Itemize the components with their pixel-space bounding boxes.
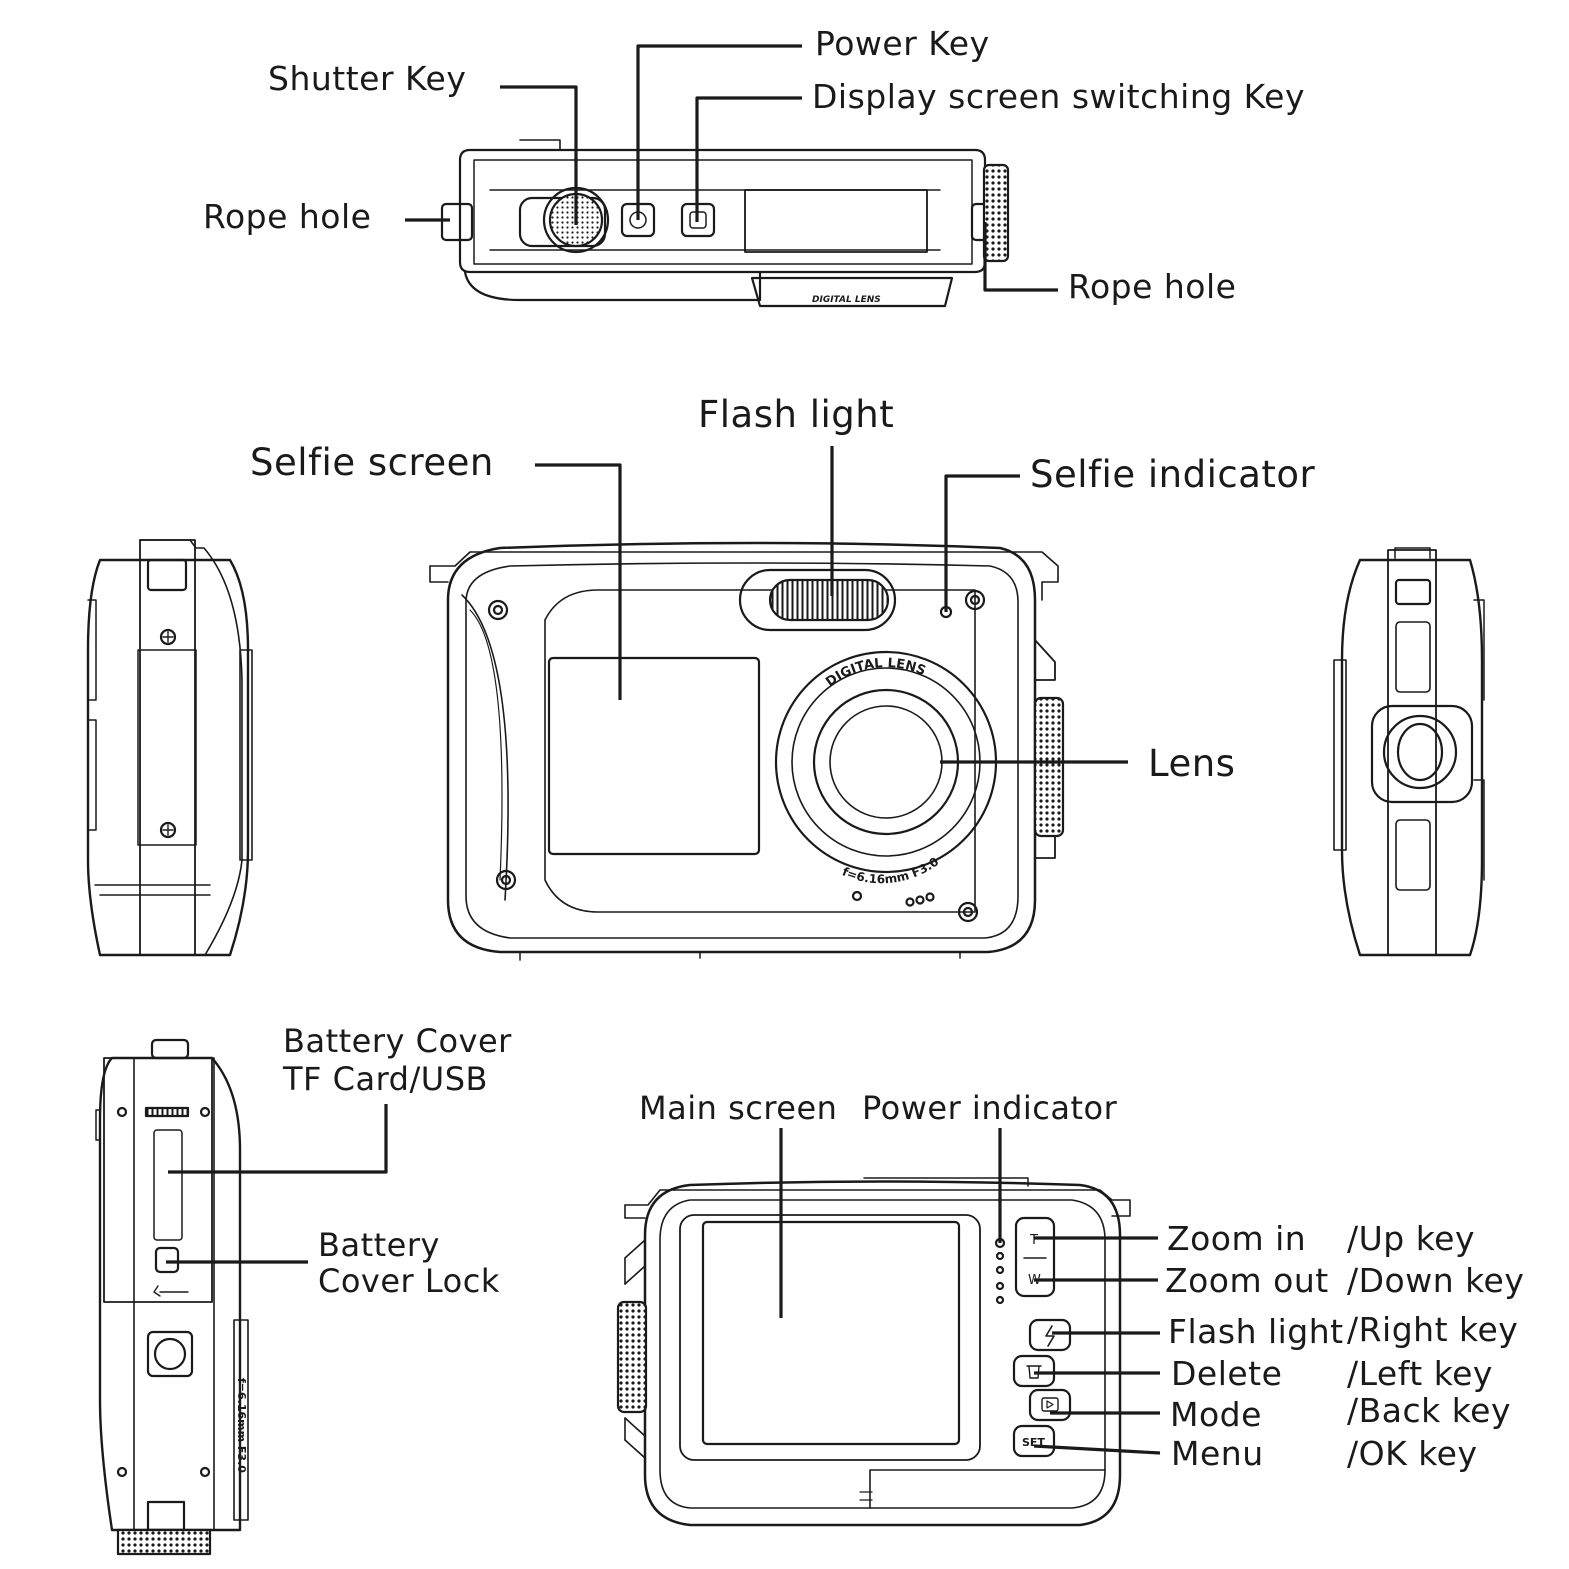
battery-label: Battery: [318, 1226, 440, 1264]
back-key-label: /Back key: [1347, 1391, 1511, 1430]
display-switch-key-label: Display screen switching Key: [812, 77, 1306, 116]
leader-lines: [166, 44, 1161, 1455]
front-view-camera: DIGITAL LENS f=6.16mm F3.0: [429, 541, 1065, 961]
back-dial-icon: [616, 1300, 648, 1414]
flash-light-label: Flash light: [698, 393, 895, 436]
flash-button[interactable]: [1028, 1318, 1072, 1352]
power-key-label: Power Key: [815, 24, 990, 63]
back-view-camera: T W SET: [616, 1177, 1131, 1527]
left-key-label: /Left key: [1347, 1354, 1493, 1393]
cover-lock-icon: [154, 1246, 180, 1274]
rope-hole-right-label: Rope hole: [1068, 267, 1237, 306]
selfie-indicator-label: Selfie indicator: [1030, 453, 1316, 496]
power-indicator-label: Power indicator: [862, 1089, 1118, 1127]
lens-ring-bottom-text: f=6.16mm F3.0: [840, 854, 941, 886]
side-lens-icon: [1396, 722, 1444, 782]
flash-icon: [1045, 1325, 1055, 1347]
zoom-in-glyph: T: [1029, 1233, 1038, 1248]
play-icon: [1041, 1397, 1059, 1412]
top-lens-text: DIGITAL LENS: [812, 295, 881, 305]
zoom-out-label: Zoom out: [1165, 1261, 1329, 1300]
delete-key-label: Delete: [1171, 1354, 1283, 1393]
main-screen-label: Main screen: [639, 1089, 838, 1127]
flash-light-key-label: Flash light: [1168, 1312, 1344, 1351]
down-key-label: /Down key: [1347, 1261, 1525, 1300]
set-button[interactable]: [1012, 1424, 1056, 1458]
delete-button[interactable]: [1012, 1354, 1056, 1388]
battery-cover-label: Battery Cover: [283, 1022, 512, 1060]
front-lens-icon: [829, 705, 943, 819]
shutter-key-label: Shutter Key: [268, 59, 467, 98]
tf-card-usb-label: TF Card/USB: [283, 1060, 488, 1098]
left-side-view-camera: [86, 539, 253, 957]
lens-label: Lens: [1148, 742, 1236, 785]
ok-key-label: /OK key: [1347, 1434, 1478, 1473]
lens-ring-top-text: DIGITAL LENS: [823, 656, 927, 690]
mode-key-label: Mode: [1170, 1395, 1262, 1434]
flash-light-icon: [768, 578, 890, 622]
zoom-rocker-button[interactable]: [1014, 1216, 1056, 1298]
mode-button[interactable]: [1028, 1388, 1072, 1422]
selfie-screen-display: [547, 656, 761, 856]
right-key-label: /Right key: [1347, 1310, 1519, 1349]
right-side-view-camera: [1333, 547, 1485, 957]
selfie-screen-label: Selfie screen: [250, 441, 494, 484]
menu-key-label: Menu: [1171, 1434, 1264, 1473]
front-dial-icon: [1033, 696, 1065, 838]
side-lens-spec-text: f=6.16mm F3.0: [235, 1378, 248, 1473]
top-view-camera: DIGITAL LENS: [440, 139, 1010, 308]
rope-hole-left-icon: [440, 202, 474, 242]
bottom-dial-icon: [116, 1528, 212, 1556]
bottom-side-view-camera: f=6.16mm F3.0: [95, 1038, 249, 1556]
rope-hole-left-label: Rope hole: [203, 197, 372, 236]
zoom-in-label: Zoom in: [1167, 1219, 1307, 1258]
main-screen-display: [701, 1220, 961, 1446]
up-key-label: /Up key: [1347, 1219, 1475, 1258]
cover-lock-label: Cover Lock: [318, 1262, 500, 1300]
top-dial-icon: [982, 163, 1010, 263]
svg-text:f=6.16mm F3.0: f=6.16mm F3.0: [840, 854, 941, 886]
svg-text:DIGITAL LENS: DIGITAL LENS: [823, 656, 927, 690]
